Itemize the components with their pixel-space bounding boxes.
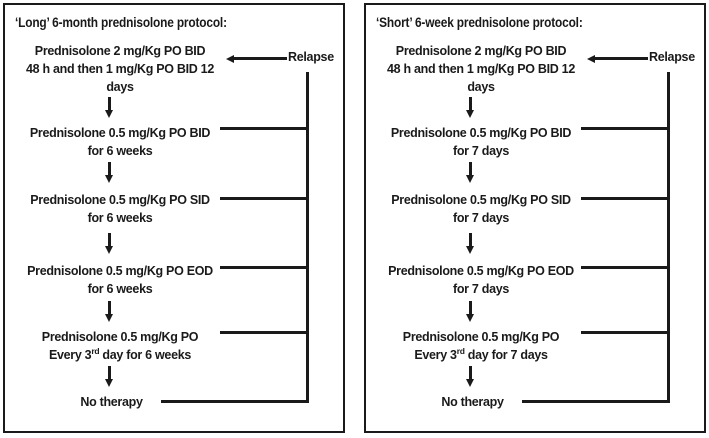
step-line: for 6 weeks xyxy=(87,211,153,225)
step-line: Prednisolone 0.5 mg/Kg PO xyxy=(402,330,560,344)
step-line-text: Every 3 xyxy=(48,348,92,362)
step-line: for 7 days xyxy=(452,282,510,296)
no-therapy-label: No therapy xyxy=(441,395,504,409)
protocol-step-taper-sid: Prednisolone 0.5 mg/Kg PO SID for 6 week… xyxy=(13,191,227,227)
relapse-connector-line xyxy=(161,400,309,403)
relapse-label: Relapse xyxy=(649,50,695,64)
protocol-step-taper-third-day: Prednisolone 0.5 mg/Kg PO Every 3rd day … xyxy=(13,328,227,364)
step-line: for 7 days xyxy=(452,211,510,225)
relapse-connector-line xyxy=(581,127,670,130)
panel-title: ‘Long’ 6-month prednisolone protocol: xyxy=(15,14,227,30)
relapse-connector-line xyxy=(220,331,309,334)
step-line: for 7 days xyxy=(452,144,510,158)
down-arrow-icon xyxy=(105,162,114,183)
short-protocol-panel: ‘Short’ 6-week prednisolone protocol: Pr… xyxy=(364,3,706,433)
relapse-feedback-line xyxy=(667,72,670,403)
step-line-text: day for 7 days xyxy=(464,348,548,362)
step-line: Every 3rd day for 6 weeks xyxy=(13,346,227,364)
step-line: Prednisolone 0.5 mg/Kg PO SID xyxy=(391,193,571,207)
step-line: days xyxy=(467,80,495,94)
protocol-step-taper-eod: Prednisolone 0.5 mg/Kg PO EOD for 6 week… xyxy=(13,262,227,298)
step-line: Prednisolone 2 mg/Kg PO BID xyxy=(395,44,567,58)
relapse-connector-line xyxy=(581,331,670,334)
no-therapy-label: No therapy xyxy=(80,395,143,409)
step-line-text: Every 3 xyxy=(414,348,457,362)
protocol-step-taper-third-day: Prednisolone 0.5 mg/Kg PO Every 3rd day … xyxy=(374,328,588,364)
step-line: 48 h and then 1 mg/Kg PO BID 12 xyxy=(26,62,214,76)
relapse-arrow-icon xyxy=(587,54,648,63)
relapse-label: Relapse xyxy=(288,50,334,64)
protocol-step-taper-eod: Prednisolone 0.5 mg/Kg PO EOD for 7 days xyxy=(374,262,588,298)
step-line: Prednisolone 2 mg/Kg PO BID xyxy=(34,44,206,58)
down-arrow-icon xyxy=(466,233,475,254)
relapse-connector-line xyxy=(220,197,309,200)
step-line: for 6 weeks xyxy=(87,282,153,296)
relapse-feedback-line xyxy=(306,72,309,403)
down-arrow-icon xyxy=(105,97,114,118)
step-line: Prednisolone 0.5 mg/Kg PO BID xyxy=(390,126,572,140)
down-arrow-icon xyxy=(466,97,475,118)
protocol-step-induction: Prednisolone 2 mg/Kg PO BID 48 h and the… xyxy=(13,42,227,96)
down-arrow-icon xyxy=(105,301,114,322)
protocol-step-taper-sid: Prednisolone 0.5 mg/Kg PO SID for 7 days xyxy=(374,191,588,227)
relapse-arrow-icon xyxy=(226,54,287,63)
step-line: for 6 weeks xyxy=(87,144,153,158)
step-line: 48 h and then 1 mg/Kg PO BID 12 xyxy=(387,62,575,76)
step-line: Prednisolone 0.5 mg/Kg PO BID xyxy=(29,126,211,140)
protocol-step-taper-bid: Prednisolone 0.5 mg/Kg PO BID for 6 week… xyxy=(13,124,227,160)
down-arrow-icon xyxy=(466,162,475,183)
long-protocol-panel: ‘Long’ 6-month prednisolone protocol: Pr… xyxy=(3,3,345,433)
step-line-text: day for 6 weeks xyxy=(99,348,192,362)
relapse-connector-line xyxy=(581,266,670,269)
protocol-step-taper-bid: Prednisolone 0.5 mg/Kg PO BID for 7 days xyxy=(374,124,588,160)
step-line: days xyxy=(106,80,134,94)
ordinal-superscript: rd xyxy=(91,345,100,356)
down-arrow-icon xyxy=(105,233,114,254)
relapse-connector-line xyxy=(581,197,670,200)
panel-title: ‘Short’ 6-week prednisolone protocol: xyxy=(376,14,583,30)
relapse-connector-line xyxy=(220,127,309,130)
step-line: Prednisolone 0.5 mg/Kg PO EOD xyxy=(388,264,574,278)
down-arrow-icon xyxy=(466,366,475,387)
step-line: Prednisolone 0.5 mg/Kg PO SID xyxy=(30,193,210,207)
step-line: Prednisolone 0.5 mg/Kg PO EOD xyxy=(27,264,213,278)
relapse-connector-line xyxy=(522,400,670,403)
step-line: Every 3rd day for 7 days xyxy=(374,346,588,364)
protocol-step-induction: Prednisolone 2 mg/Kg PO BID 48 h and the… xyxy=(374,42,588,96)
ordinal-superscript: rd xyxy=(456,345,465,356)
down-arrow-icon xyxy=(466,301,475,322)
relapse-connector-line xyxy=(220,266,309,269)
down-arrow-icon xyxy=(105,366,114,387)
step-line: Prednisolone 0.5 mg/Kg PO xyxy=(41,330,199,344)
